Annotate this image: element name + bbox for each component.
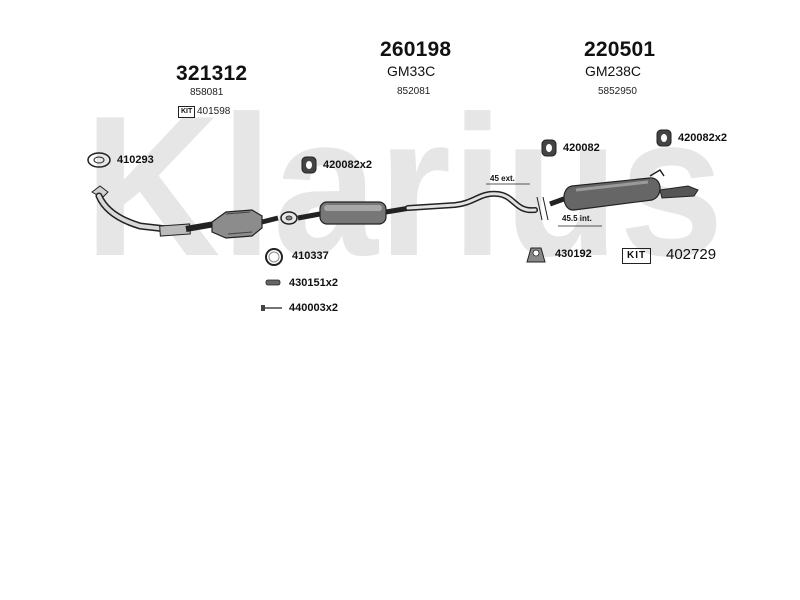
oe-code-852081: 852081 xyxy=(397,86,431,97)
rear-silencer xyxy=(549,168,699,211)
model-gm238c: GM238C xyxy=(585,63,642,79)
ring-icon xyxy=(265,248,283,266)
label-410293: 410293 xyxy=(117,154,154,166)
mount-icon xyxy=(526,247,546,263)
kit-number-402729: 402729 xyxy=(666,246,717,263)
intermediate-pipe xyxy=(405,190,538,214)
cut-marks xyxy=(536,196,549,221)
label-440003x2: 440003x2 xyxy=(289,302,338,314)
clamp-icon xyxy=(265,279,281,286)
part-number-220501: 220501 xyxy=(584,38,656,61)
hanger-icon xyxy=(656,129,672,147)
hanger-icon xyxy=(541,139,557,157)
bolt-icon xyxy=(261,305,282,311)
kit-number-401598: 401598 xyxy=(197,106,231,117)
catalytic-converter xyxy=(211,209,279,239)
label-410337: 410337 xyxy=(292,250,329,262)
kit-badge-small: KIT xyxy=(178,106,196,118)
int-dimension: 45.5 int. xyxy=(562,214,592,223)
dimension-lines xyxy=(486,183,602,227)
label-430192: 430192 xyxy=(555,248,592,260)
part-number-260198: 260198 xyxy=(380,38,452,61)
oe-code-858081: 858081 xyxy=(190,87,224,98)
model-gm33c: GM33C xyxy=(387,63,436,79)
oe-code-5852950: 5852950 xyxy=(598,86,637,97)
flange-gasket-icon xyxy=(280,211,298,225)
label-420082x2-left: 420082x2 xyxy=(323,159,372,171)
ext-dimension: 45 ext. xyxy=(490,174,515,183)
kit-badge: KIT xyxy=(622,248,652,264)
hanger-icon xyxy=(301,156,317,174)
middle-silencer xyxy=(297,201,411,225)
front-pipe xyxy=(91,185,216,237)
label-420082: 420082 xyxy=(563,142,600,154)
gasket-icon xyxy=(87,152,111,168)
label-420082x2-right: 420082x2 xyxy=(678,132,727,144)
part-number-321312: 321312 xyxy=(176,62,248,85)
label-430151x2: 430151x2 xyxy=(289,277,338,289)
